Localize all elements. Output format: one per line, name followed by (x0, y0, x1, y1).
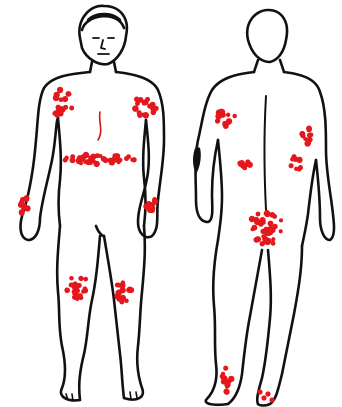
lesion-dot (294, 167, 298, 171)
lesion-dot (53, 95, 60, 102)
lesion-dot (253, 237, 259, 243)
lesion-dot (265, 391, 270, 396)
lesion-dot (115, 290, 121, 296)
lesion-dot (137, 112, 143, 118)
lesion-dot (305, 140, 311, 146)
lesion-dot (296, 157, 302, 163)
lesion-dot (56, 106, 60, 110)
lesion-dot (80, 157, 85, 162)
lesion-dot (79, 296, 84, 301)
lesion-dot (251, 225, 257, 231)
lesion-dot (132, 105, 139, 112)
lesion-dot (259, 217, 265, 223)
lesion-dot (268, 221, 274, 227)
lesion-dot (72, 281, 78, 287)
lesion-dot (269, 397, 274, 402)
lesion-dot (147, 207, 153, 213)
lesion-dot (131, 157, 136, 162)
lesion-dot (135, 101, 140, 106)
lesion-dot (72, 289, 78, 295)
lesion-dot (90, 154, 96, 160)
lesion-dot (70, 154, 75, 159)
lesion-dot (223, 366, 228, 371)
lesion-dot (238, 162, 243, 167)
lesion-dot (113, 154, 119, 160)
lesion-dot (272, 224, 277, 229)
lesion-dot (306, 127, 312, 133)
lesion-dot (83, 286, 88, 291)
lesion-dot (264, 232, 268, 236)
lesion-dot (59, 97, 64, 102)
lesion-dot (64, 287, 70, 293)
lesion-dot (257, 389, 262, 394)
lesion-dot (152, 198, 158, 204)
lesion-dot (271, 237, 275, 241)
lesion-dot (69, 276, 74, 281)
lesion-dot (254, 219, 260, 225)
lesion-dot (151, 110, 157, 116)
lesion-dot (119, 297, 123, 301)
lesion-dot (271, 241, 276, 246)
lesion-dot (19, 210, 25, 216)
lesion-dot (224, 389, 230, 395)
lesion-dot (23, 196, 29, 202)
lesion-dot (222, 121, 227, 126)
lesion-dot (147, 201, 151, 205)
lesion-dot (256, 212, 261, 217)
lesion-dot (79, 161, 83, 165)
lesion-dot (264, 212, 268, 216)
lesion-dot (69, 106, 74, 111)
lesion-dot (299, 131, 305, 137)
lesion-dot (92, 159, 96, 163)
lesion-dot (98, 154, 102, 158)
lesion-dot (279, 229, 283, 233)
lesion-dot (126, 154, 131, 159)
lesion-dot (103, 157, 109, 163)
lesion-dot (128, 287, 134, 293)
lesion-dot (83, 277, 88, 282)
lesion-dot (21, 206, 26, 211)
lesion-dot (289, 163, 294, 168)
lesion-dot (268, 230, 273, 235)
lesion-dot (149, 105, 153, 109)
lesion-dot (303, 137, 307, 141)
lesion-dot (78, 276, 83, 281)
lesion-dot (224, 382, 230, 388)
lesion-dot (226, 113, 230, 117)
lesion-dot (55, 112, 61, 118)
lesion-dot (307, 133, 312, 138)
lesion-dot (63, 105, 68, 110)
lesion-dot (65, 91, 71, 97)
lesion-dot (57, 87, 63, 93)
lesion-dot (261, 395, 266, 400)
lesion-dot (72, 295, 77, 300)
lesion-dot (263, 239, 269, 245)
lesion-dot (279, 218, 283, 222)
lesion-dot (221, 375, 228, 382)
lesion-dot (124, 299, 129, 304)
lesion-dot (64, 156, 69, 161)
lesion-dot (220, 112, 226, 118)
lesion-dot (245, 159, 250, 164)
lesion-dot (117, 283, 122, 288)
lesion-dot (121, 288, 125, 292)
lesion-dot (249, 216, 255, 222)
lesion-dot (109, 159, 115, 165)
lesion-dot (232, 114, 236, 118)
